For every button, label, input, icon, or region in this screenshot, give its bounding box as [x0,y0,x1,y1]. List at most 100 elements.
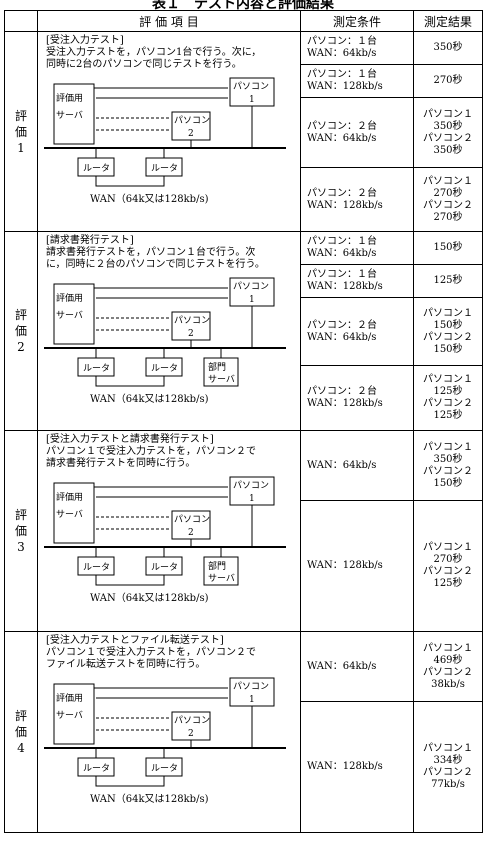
network-diagram: 評価用サーバパソコン1パソコン2ルータルータ部門サーバWAN（64k又は128k… [44,277,286,405]
eval-description-line: パソコン１で受注入力テストを，パソコン２で [46,647,256,658]
eval-description-line: 請求書発行テストを，パソコン１台で行う。次 [46,247,256,258]
network-diagram: 評価用サーバパソコン1パソコン2ルータルータWAN（64k又は128kb/s) [44,77,286,205]
pc2-label: パソコン [174,315,210,326]
eval-description: [受注入力テストと請求書発行テスト]パソコン１で受注入力テストを，パソコン２で請… [38,431,300,473]
condition-cell-line: WAN：64kb/s [307,331,377,343]
pc1-box [229,77,275,107]
router-1-label: ルータ [83,363,110,374]
condition-cell-line: パソコン：１台 [307,269,377,280]
result-cell-line: パソコン２ [423,331,473,343]
router-2-label: ルータ [151,363,178,374]
wan-caption: WAN（64k又は128kb/s) [90,592,209,604]
result-cell-line: 270秒 [433,187,463,199]
eval-description-line: [受注入力テストと請求書発行テスト] [46,434,214,445]
result-cell-line: パソコン１ [423,542,473,553]
dept-server-line-1: 部門 [208,560,226,572]
pc2-number: 2 [188,329,194,339]
wan-caption: WAN（64k又は128kb/s) [90,193,209,205]
router-2-label: ルータ [151,163,178,174]
eval-label-line: 価 [14,124,27,139]
eval-scene: [請求書発行テスト]請求書発行テストを，パソコン１台で行う。次に，同時に２台のパ… [37,231,301,431]
eval-description-line: 同時に2台のパソコンで同じテストを行う。 [46,59,242,70]
result-cell-line: パソコン１ [423,743,473,754]
eval-label-line: 価 [14,725,27,739]
server-box [53,283,95,345]
pc1-number: 1 [249,695,255,705]
eval-label-line: 3 [17,540,25,554]
result-cell-line: パソコン１ [423,307,473,319]
result-cell-line: 334秒 [433,755,463,766]
result-cell-line: パソコン２ [423,132,473,144]
header-row: 評 価 項 目 測定条件 測定結果 [4,10,483,32]
condition-cell-line: WAN：128kb/s [307,761,383,772]
network-diagram: 評価用サーバパソコン1パソコン2ルータルータWAN（64k又は128kb/s) [44,677,286,805]
result-cell-line: 150秒 [433,319,463,331]
server-box [53,683,95,745]
wan-link [95,376,165,387]
pc1-label: パソコン [233,681,269,692]
eval-label-line: 評 [14,709,27,723]
result-cell-line: 38kb/s [431,678,465,690]
condition-cell-line: WAN：64kb/s [307,248,377,259]
server-label-line-2: サーバ [56,710,83,721]
eval-scene: [受注入力テストとファイル転送テスト]パソコン１で受注入力テストを，パソコン２で… [37,631,301,833]
result-cell-line: 125秒 [433,386,463,397]
server-label-line-1: 評価用 [56,491,83,503]
pc2-number: 2 [188,729,194,739]
dept-server-box [203,556,239,586]
result-cell-line: 350秒 [433,144,463,156]
header-item: 評 価 項 目 [37,10,301,32]
pc1-number: 1 [249,494,255,504]
result-cell-line: 125秒 [433,578,463,589]
pc1-box [229,277,275,307]
dept-server-line-1: 部門 [208,361,226,373]
eval-description-line: 請求書発行テストを同時に行う。 [46,458,196,469]
dept-server-line-2: サーバ [208,374,235,385]
eval-label-line: 1 [17,140,25,155]
wan-link [95,176,165,187]
router-2-label: ルータ [151,763,178,774]
condition-cell-line: WAN：128kb/s [307,398,383,409]
pc1-number: 1 [249,95,255,105]
network-diagram: 評価用サーバパソコン1パソコン2ルータルータ部門サーバWAN（64k又は128k… [44,476,286,604]
eval-label-line: 評 [14,508,27,522]
pc2-box [171,311,211,341]
result-cell-line: パソコン２ [423,199,473,211]
result-cell-line: パソコン１ [423,175,473,187]
eval-scene: [受注入力テスト]受注入力テストを，パソコン1台で行う。次に，同時に2台のパソコ… [37,31,301,232]
condition-cell-line: WAN：64kb/s [307,48,377,59]
condition-cell-line: パソコン：２台 [307,120,377,132]
eval-description: [受注入力テストとファイル転送テスト]パソコン１で受注入力テストを，パソコン２で… [38,632,300,674]
result-cell-line: パソコン２ [423,566,473,577]
result-cell-line: 350秒 [433,453,463,465]
condition-cell-line: WAN：64kb/s [307,660,377,672]
result-cell-line: 150秒 [433,242,463,253]
result-cell-line: パソコン２ [423,767,473,778]
router-2-label: ルータ [151,562,178,573]
router-1-label: ルータ [83,163,110,174]
eval-description-line: [受注入力テスト] [46,35,124,46]
eval-description-line: [請求書発行テスト] [46,235,134,246]
condition-cell-line: WAN：64kb/s [307,132,377,144]
pc1-label: パソコン [233,81,269,92]
wan-link [95,776,165,787]
condition-cell: WAN：64kb/s [300,430,414,501]
condition-cell: WAN：128kb/s [300,701,414,833]
header-condition: 測定条件 [300,10,414,32]
server-label-line-2: サーバ [56,509,83,520]
